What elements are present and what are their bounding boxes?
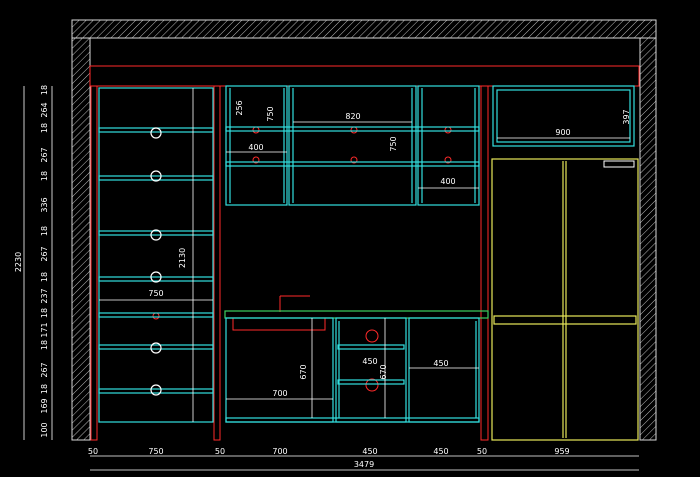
- knob-red-6: [444, 156, 452, 164]
- upper-cabinet-1: [225, 85, 288, 206]
- lower-450b-label: 450: [433, 359, 448, 368]
- stack-dim-15: 169: [40, 398, 49, 413]
- base-door-cabinet: [408, 317, 480, 423]
- sink-bowl: [232, 317, 326, 331]
- upper-400b-label: 400: [440, 177, 455, 186]
- tall-shelf-6: [98, 344, 214, 350]
- upper-900-label: 900: [555, 128, 570, 137]
- stack-dim-3: 267: [40, 147, 49, 162]
- overall-width-label: 3479: [354, 460, 374, 469]
- base-sink-cabinet: [225, 317, 334, 423]
- upper-shelf-1: [225, 126, 480, 132]
- drawer-2: [337, 379, 405, 385]
- fridge-mid-band: [493, 315, 637, 325]
- upper-256-label: 256: [235, 100, 244, 115]
- upper-cabinet-3: [417, 85, 480, 206]
- knob-red-5: [350, 156, 358, 164]
- tall-height-label: 2130: [178, 248, 187, 268]
- upper-820-label: 820: [345, 112, 360, 121]
- tall-knob-5: [150, 342, 162, 354]
- fridge-panel: [480, 85, 489, 441]
- tall-knob-2: [150, 170, 162, 182]
- tall-knob-6: [150, 384, 162, 396]
- knob-red-2: [350, 126, 358, 134]
- bottom-dim-4: 450: [362, 447, 377, 456]
- dimension-labels: 2230 18 264 18 267 18 336 18 267 18 237 18 171 18 267 1…: [14, 85, 631, 469]
- upper-750a-label: 750: [266, 106, 275, 121]
- tall-shelf-2: [98, 175, 214, 181]
- stack-dim-5: 336: [40, 197, 49, 212]
- tall-cabinet-panel-left: [90, 85, 98, 441]
- base-drawer-cabinet: [335, 317, 407, 423]
- stack-dim-12: 18: [40, 340, 49, 350]
- stack-dim-6: 18: [40, 226, 49, 236]
- overall-height-label: 2230: [14, 252, 23, 272]
- bottom-dim-6: 50: [477, 447, 487, 456]
- upper-shelf-2: [225, 161, 480, 167]
- bottom-dim-0: 50: [88, 447, 98, 456]
- stack-dim-1: 264: [40, 102, 49, 117]
- fridge-badge-icon: [603, 160, 635, 168]
- drawer-1: [337, 344, 405, 350]
- dimension-lines: [23, 86, 639, 471]
- stack-dim-14: 18: [40, 384, 49, 394]
- tall-cabinet: [98, 87, 214, 423]
- wall-hatching: [71, 19, 657, 441]
- fridge-outline: [491, 158, 639, 441]
- tall-shelf-3: [98, 230, 214, 236]
- upper-397-label: 397: [622, 109, 631, 124]
- bottom-dim-3: 700: [272, 447, 287, 456]
- bottom-dim-7: 959: [554, 447, 569, 456]
- tall-shelf-4: [98, 276, 214, 282]
- stack-dim-7: 267: [40, 246, 49, 261]
- stack-dim-4: 18: [40, 171, 49, 181]
- left-wall: [71, 37, 91, 441]
- upper-750b-label: 750: [389, 136, 398, 151]
- drawer-knob-red-2: [365, 378, 379, 392]
- lower-670b-label: 670: [379, 364, 388, 379]
- top-bulkhead: [89, 65, 640, 87]
- lower-450a-label: 450: [362, 357, 377, 366]
- tall-shelf-7: [98, 388, 214, 394]
- top-wall: [71, 19, 657, 39]
- bottom-dim-2: 50: [215, 447, 225, 456]
- tall-width-label: 750: [148, 289, 163, 298]
- right-wall: [639, 37, 657, 441]
- upper-cabinet-2: [288, 85, 417, 206]
- tall-knob-1: [150, 127, 162, 139]
- knob-red-1: [252, 126, 260, 134]
- upper-fridge-inner: [496, 89, 631, 143]
- stack-dim-8: 18: [40, 272, 49, 282]
- knob-red-4: [252, 156, 260, 164]
- stack-dim-11: 171: [40, 322, 49, 337]
- tall-cabinet-panel-right: [213, 85, 221, 441]
- stack-dim-10: 18: [40, 308, 49, 318]
- base-toe-kick: [225, 417, 480, 423]
- bottom-dim-5: 450: [433, 447, 448, 456]
- tall-shelf-5: [98, 312, 214, 318]
- upper-fridge-cabinet: [492, 85, 635, 147]
- tall-shelf-1: [98, 127, 214, 133]
- knob-red-3: [444, 126, 452, 134]
- stack-dim-9: 237: [40, 288, 49, 303]
- bottom-dim-1: 750: [148, 447, 163, 456]
- stack-dim-16: 100: [40, 422, 49, 437]
- fridge-body: [491, 158, 639, 441]
- drawer-knob-red-1: [365, 329, 379, 343]
- cabinet-outlines: [98, 85, 635, 423]
- tall-knob-4: [150, 271, 162, 283]
- stack-dim-13: 267: [40, 362, 49, 377]
- lower-670a-label: 670: [299, 364, 308, 379]
- upper-400a-label: 400: [248, 143, 263, 152]
- countertop: [224, 310, 489, 319]
- lower-700-label: 700: [272, 389, 287, 398]
- knob-red-7: [152, 312, 160, 320]
- stack-dim-0: 18: [40, 85, 49, 95]
- stack-dim-2: 18: [40, 123, 49, 133]
- tall-knob-3: [150, 229, 162, 241]
